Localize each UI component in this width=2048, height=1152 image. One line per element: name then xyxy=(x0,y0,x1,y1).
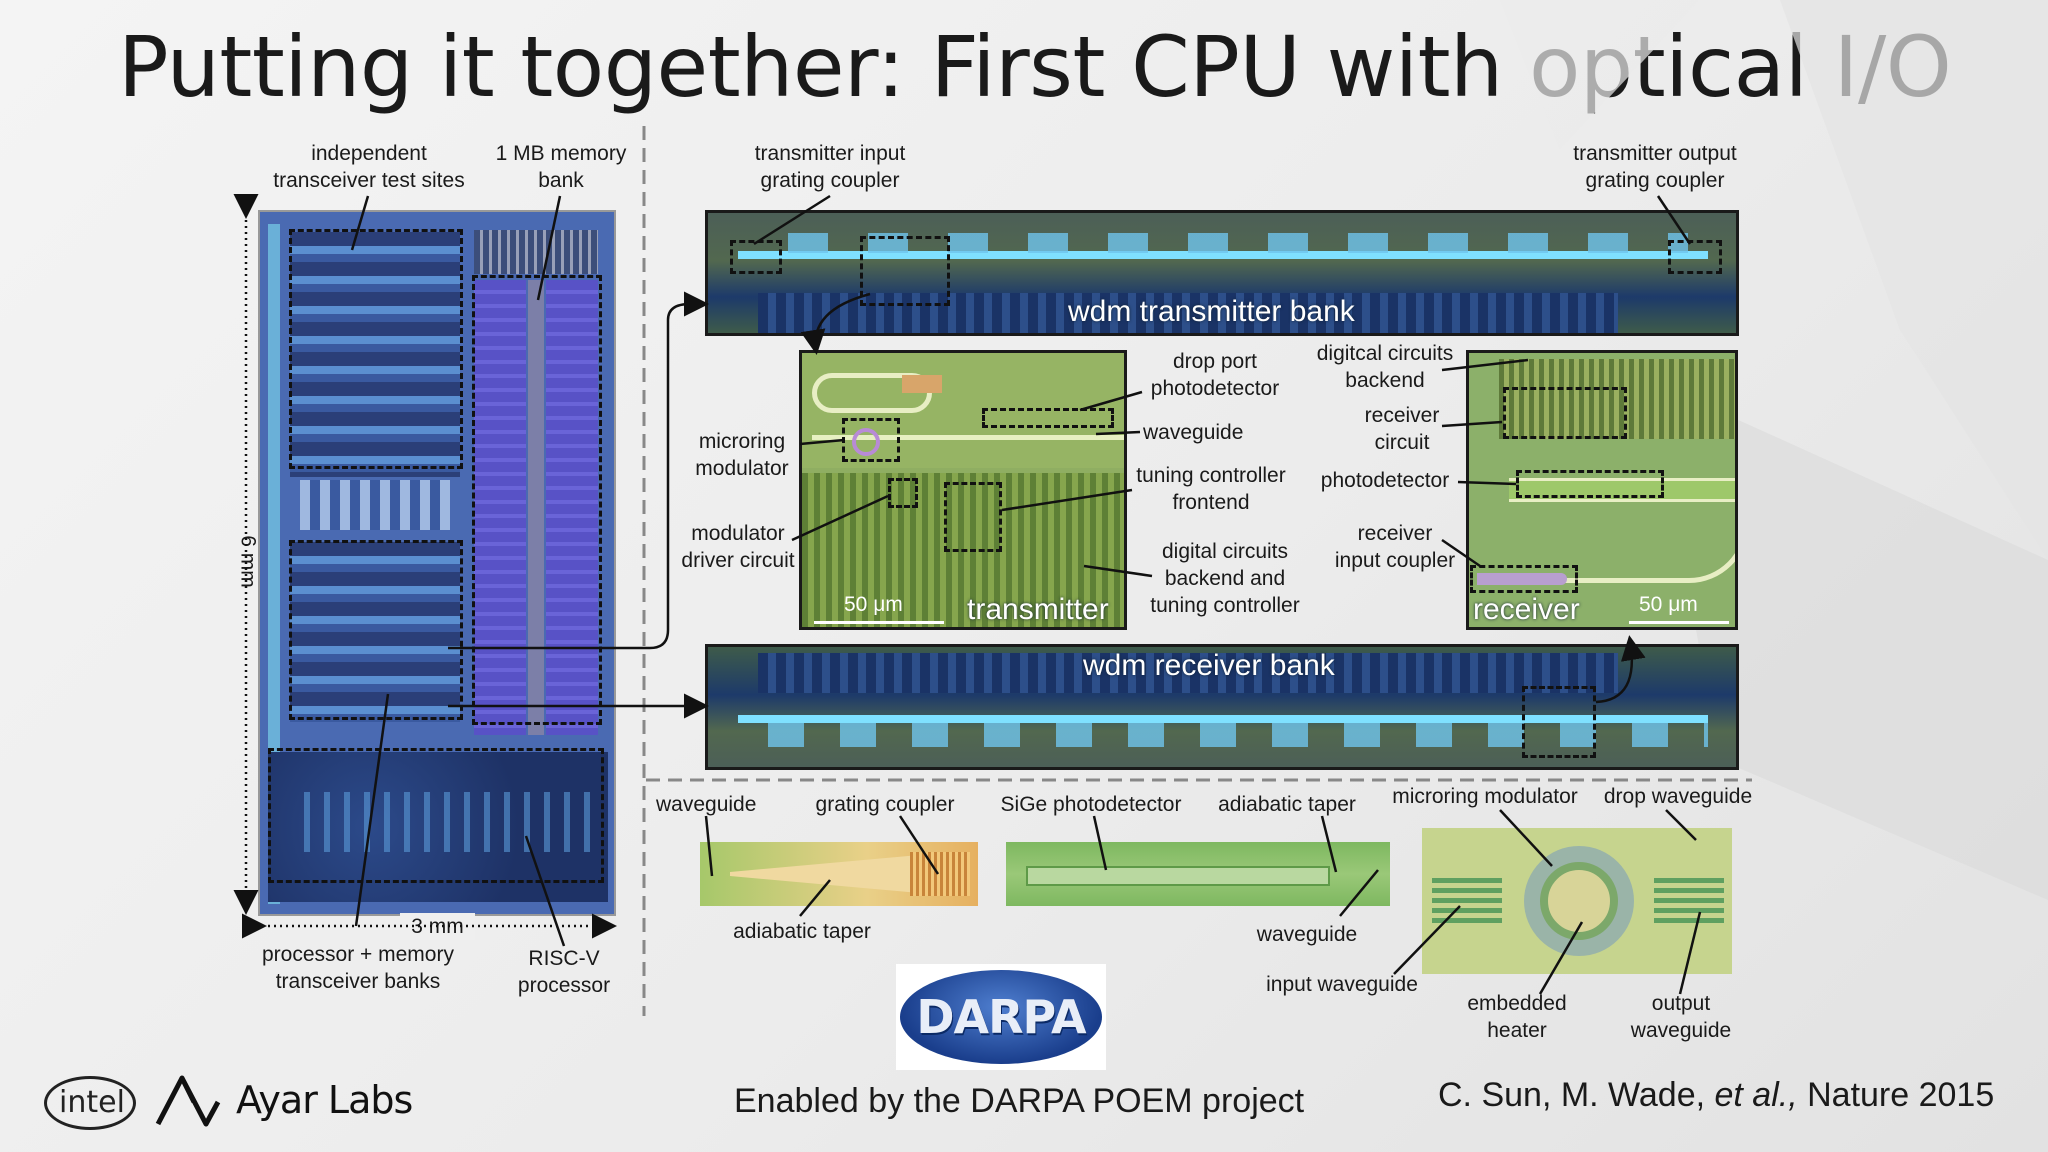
tx-input-dashbox xyxy=(730,240,782,274)
label-b-sige-pd: SiGe photodetector xyxy=(1000,793,1182,816)
tx-ring-dashbox xyxy=(860,236,950,306)
memory-dashbox xyxy=(472,275,602,725)
label-b-grating-coupler: grating coupler xyxy=(815,793,955,816)
wdm-transmitter-bank-panel: wdm transmitter bank xyxy=(705,210,1739,336)
label-digital-backend-tuning: digital circuits backend and tuning cont… xyxy=(1150,540,1300,617)
transmitter-label: transmitter xyxy=(967,593,1109,626)
ring-right-pads xyxy=(1654,878,1724,924)
tx-scale-label: 50 μm xyxy=(844,593,903,616)
ring-left-pads xyxy=(1432,878,1502,924)
ring-inner xyxy=(1540,862,1618,940)
sige-photodetector-image xyxy=(1006,842,1390,906)
label-b-adiabatic-taper-bottom: adiabatic taper xyxy=(733,920,871,943)
label-b-drop-waveguide: drop waveguide xyxy=(1603,785,1753,808)
label-b-input-waveguide: input waveguide xyxy=(1266,973,1418,996)
tx-scale-bar xyxy=(814,621,944,624)
rx-zoom-coupler xyxy=(1477,573,1567,585)
microring-dashbox xyxy=(842,418,900,462)
microring-modulator-image xyxy=(1422,828,1732,974)
label-drop-port-pd: drop port photodetector xyxy=(1150,350,1280,400)
label-b-embedded-heater: embedded heater xyxy=(1467,992,1567,1042)
rx-zoom-circuits xyxy=(1499,359,1735,439)
wdm-tx-bank-label: wdm transmitter bank xyxy=(1068,295,1355,328)
receiver-zoom-panel: receiver 50 μm xyxy=(1466,350,1738,630)
tx-bus-waveguide xyxy=(738,251,1708,259)
citation-text: C. Sun, M. Wade, et al., Nature 2015 xyxy=(1438,1076,1994,1115)
middle-test-block xyxy=(300,480,450,530)
rx-zoom-pd-waveguide xyxy=(1509,478,1735,502)
citation-prefix: C. Sun, M. Wade, xyxy=(1438,1076,1715,1114)
tx-zoom-waveguide xyxy=(812,435,1124,440)
grating-lines xyxy=(910,852,970,896)
driver-dashbox xyxy=(888,478,918,508)
label-tuning-frontend: tuning controller frontend xyxy=(1136,464,1286,514)
label-microring-modulator: microring modulator xyxy=(695,430,789,480)
label-modulator-driver: modulator driver circuit xyxy=(681,522,795,572)
darpa-logo-globe xyxy=(900,970,1102,1064)
label-memory-bank: 1 MB memory bank xyxy=(495,142,627,192)
ayar-labs-mark-icon xyxy=(155,1075,221,1127)
label-tx-input-coupler: transmitter input grating coupler xyxy=(754,142,906,192)
rx-pd-dashbox xyxy=(1516,470,1664,498)
rx-ring-dashbox xyxy=(1522,686,1596,758)
rx-coupler-dashbox xyxy=(1470,565,1578,593)
lower-transceiver-block xyxy=(290,542,460,722)
top-right-logic xyxy=(474,230,598,274)
sige-strip xyxy=(1026,866,1330,886)
darpa-logo-text: DARPA xyxy=(916,990,1086,1044)
wdm-rx-bank-label: wdm receiver bank xyxy=(1083,649,1335,682)
processor-dashbox xyxy=(268,748,604,883)
enabled-by-text: Enabled by the DARPA POEM project xyxy=(734,1082,1305,1120)
rx-bus-waveguide xyxy=(738,715,1708,723)
label-independent-sites: independent transceiver test sites xyxy=(273,142,465,192)
citation-italic: et al., xyxy=(1714,1076,1798,1114)
tx-zoom-pad xyxy=(902,375,942,393)
drop-port-dashbox xyxy=(982,408,1114,428)
die-left-strip xyxy=(268,224,280,904)
cpu-die-image xyxy=(258,210,616,916)
intel-logo: intel xyxy=(44,1076,136,1130)
receiver-label: receiver xyxy=(1473,593,1580,626)
label-b-output-waveguide: output waveguide xyxy=(1630,992,1732,1042)
tx-ring-row xyxy=(788,233,1688,253)
label-b-microring-modulator: microring modulator xyxy=(1392,785,1578,808)
label-three-mm: 3 mm xyxy=(400,913,475,940)
ayar-labs-logo-text: Ayar Labs xyxy=(236,1078,413,1122)
rx-scale-bar xyxy=(1629,621,1729,624)
darpa-logo: DARPA xyxy=(896,964,1106,1070)
rx-scale-label: 50 μm xyxy=(1639,593,1698,616)
label-riscv: RISC-V processor xyxy=(517,947,611,997)
upper-transceiver-dashbox xyxy=(289,229,463,469)
grating-coupler-image xyxy=(700,842,978,906)
label-tx-output-coupler: transmitter output grating coupler xyxy=(1573,142,1737,192)
grating-taper xyxy=(730,854,930,894)
page-title: Putting it together: First CPU with opti… xyxy=(118,18,1952,116)
label-photodetector: photodetector xyxy=(1320,469,1450,492)
rx-circuit-dashbox xyxy=(1503,387,1627,439)
intel-logo-text: intel xyxy=(59,1085,125,1120)
label-receiver-input-coupler: receiver input coupler xyxy=(1334,522,1456,572)
label-six-mm: 6 mm xyxy=(236,535,260,588)
tx-output-dashbox xyxy=(1668,240,1722,274)
label-receiver-circuit: receiver circuit xyxy=(1364,404,1440,454)
label-digital-backend-rx: digitcal circuits backend xyxy=(1316,342,1454,392)
tuning-frontend-dashbox xyxy=(944,482,1002,552)
tx-circuit-area xyxy=(758,293,1618,333)
tx-zoom-loop xyxy=(812,373,932,413)
label-b-waveguide: waveguide xyxy=(656,793,757,816)
label-b-adiabatic-taper-top: adiabatic taper xyxy=(1218,793,1356,816)
label-b-waveguide-bottom: waveguide xyxy=(1256,923,1358,946)
wdm-receiver-bank-panel: wdm receiver bank xyxy=(705,644,1739,770)
citation-suffix: Nature 2015 xyxy=(1797,1076,1995,1114)
lower-transceiver-dashbox xyxy=(289,540,463,720)
label-proc-mem-banks: processor + memory transceiver banks xyxy=(262,943,454,993)
tx-zoom-ring xyxy=(852,428,880,456)
label-waveguide-tx: waveguide xyxy=(1143,421,1244,444)
rx-circuit-area xyxy=(758,653,1618,693)
upper-transceiver-block xyxy=(290,232,460,477)
rx-ring-row xyxy=(768,723,1708,747)
